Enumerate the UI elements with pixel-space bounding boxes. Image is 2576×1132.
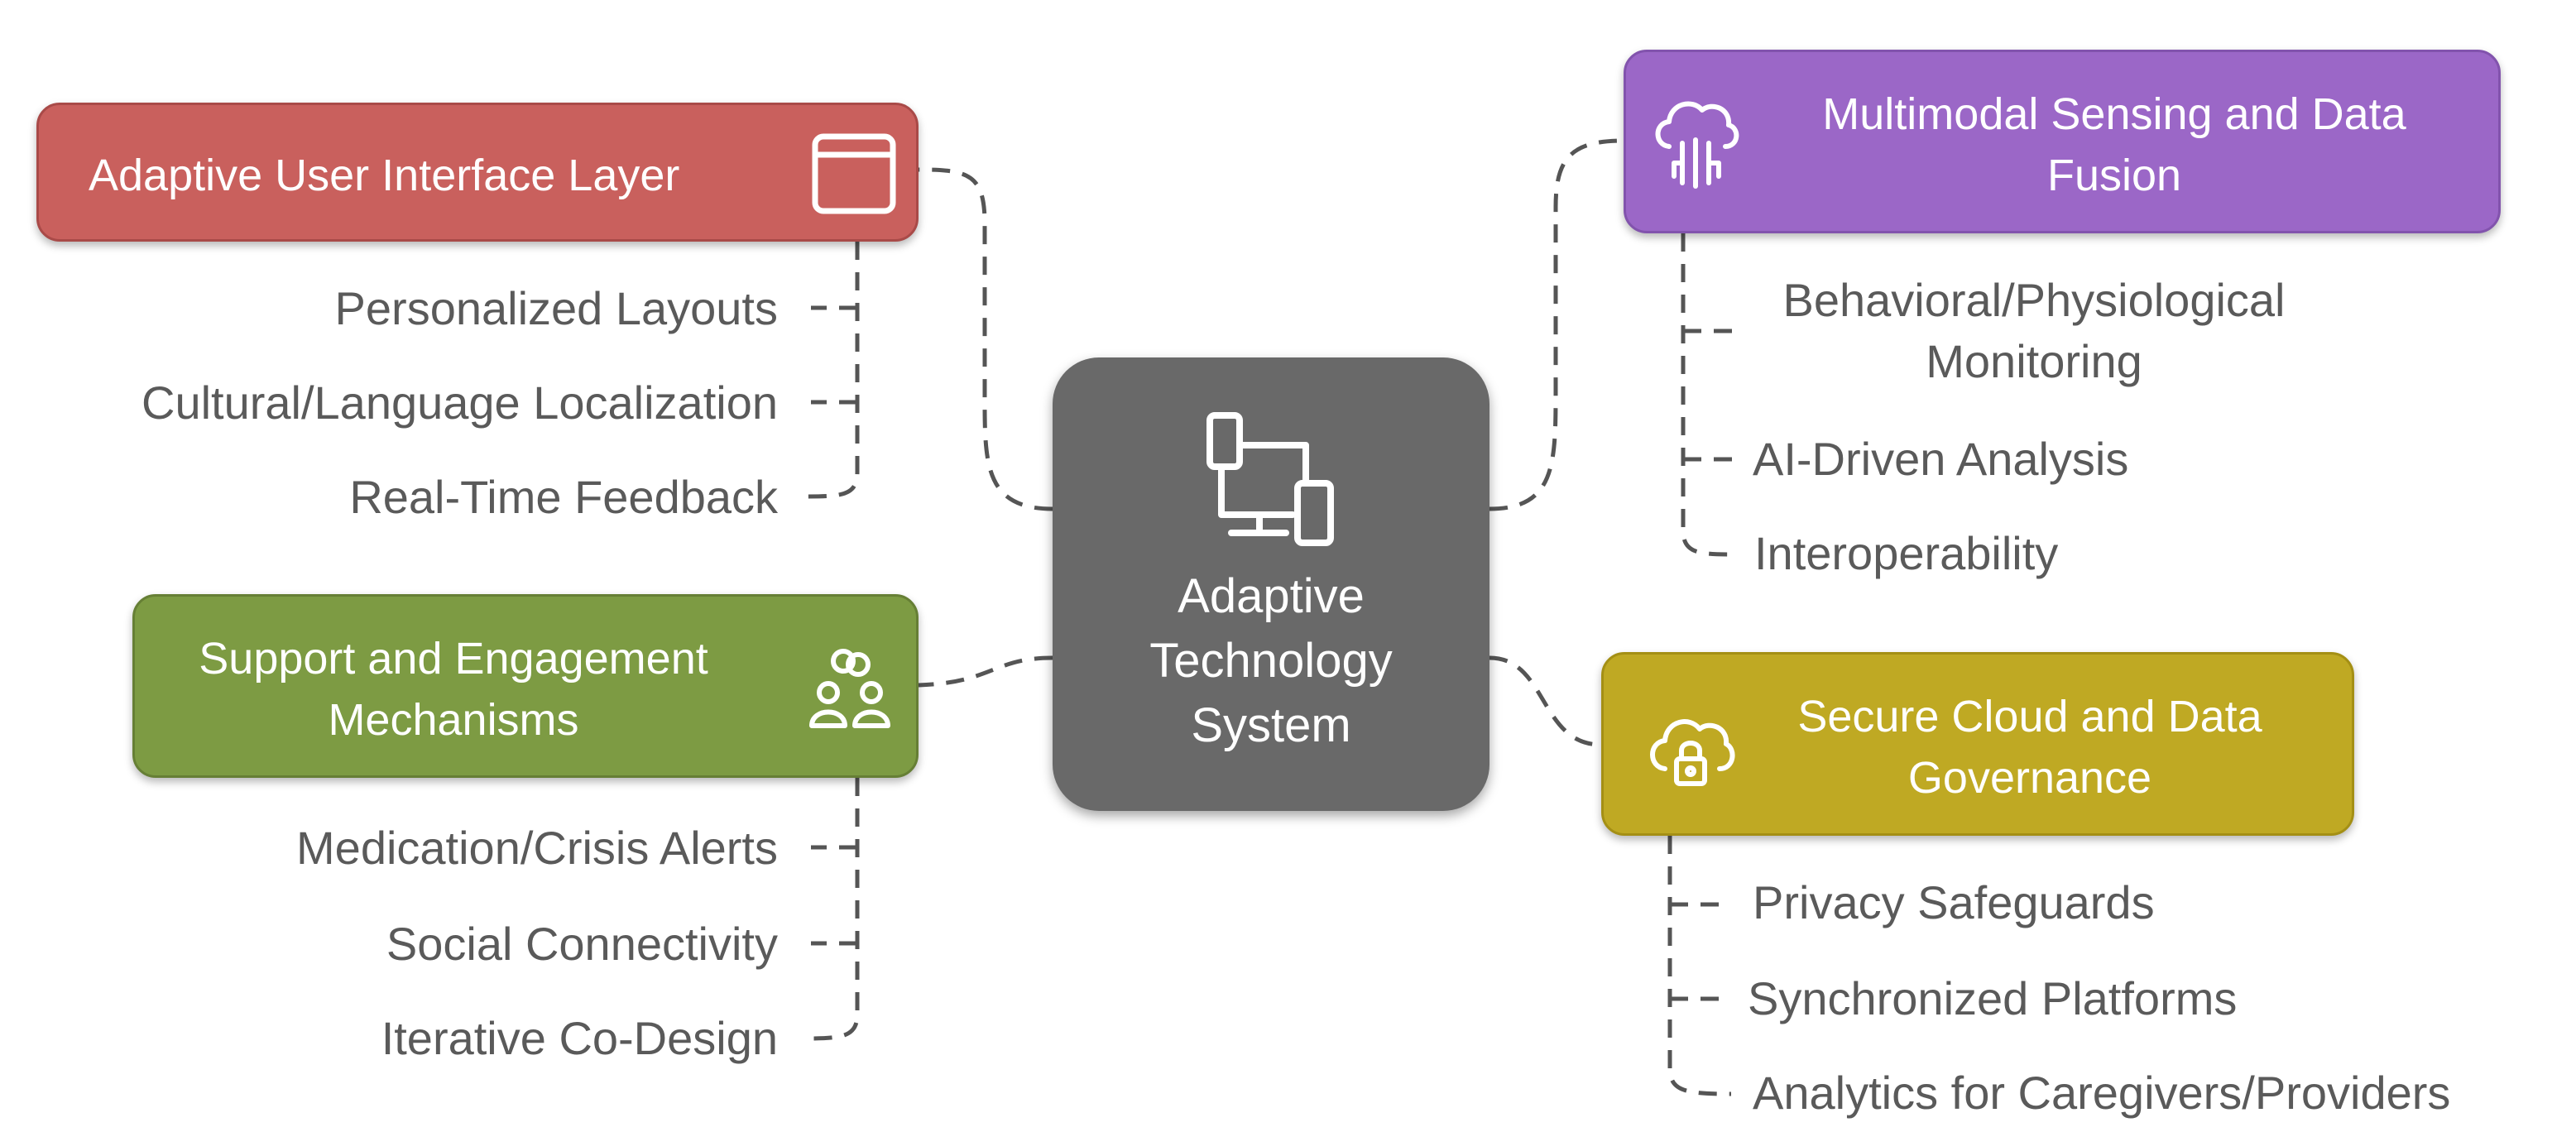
branch-node-adaptive-user-interface: Adaptive User Interface Layer: [36, 103, 919, 242]
leaf-personalized-layouts: Personalized Layouts: [334, 282, 778, 334]
leaf-synchronized-platforms: Synchronized Platforms: [1748, 972, 2238, 1024]
center-label-line: Adaptive: [1178, 569, 1365, 623]
connector-ui-leaves: [806, 242, 860, 499]
center-label-line: System: [1191, 698, 1351, 752]
leaf-real-time-feedback: Real-Time Feedback: [349, 471, 778, 523]
cloud-data-icon: [1651, 94, 1742, 207]
connector-secure-leaves: [1667, 836, 1732, 1096]
window-icon: [810, 132, 899, 233]
leaf-iterative-co-design: Iterative Co-Design: [381, 1012, 778, 1064]
leaf-interoperability: Interoperability: [1754, 527, 2059, 579]
leaf-cultural-language-localization: Cultural/Language Localization: [142, 377, 778, 429]
connector-center-sensing: [1489, 138, 1624, 511]
leaf-medication-crisis-alerts: Medication/Crisis Alerts: [296, 822, 778, 874]
cloud-lock-icon: [1643, 704, 1736, 808]
branch-title: Multimodal Sensing and Data Fusion: [1822, 89, 2406, 200]
connector-sensing-leaves: [1681, 233, 1734, 557]
branch-node-multimodal-sensing: Multimodal Sensing and Data Fusion: [1624, 50, 2501, 233]
branch-title: Support and Engagement Mechanisms: [199, 634, 708, 745]
community-icon: [805, 645, 898, 751]
connector-center-ui: [918, 167, 1053, 511]
leaf-privacy-safeguards: Privacy Safeguards: [1753, 876, 2155, 928]
branch-node-secure-cloud: Secure Cloud and Data Governance: [1601, 652, 2354, 836]
branch-title: Secure Cloud and Data Governance: [1797, 692, 2262, 803]
leaf-ai-driven-analysis: AI-Driven Analysis: [1753, 433, 2129, 485]
leaf-analytics-caregivers-providers: Analytics for Caregivers/Providers: [1753, 1067, 2451, 1119]
connector-center-support: [918, 655, 1053, 688]
center-label-line: Technology: [1149, 634, 1393, 688]
branch-title: Adaptive User Interface Layer: [89, 151, 680, 200]
leaf-behavioral-physiological-monitoring: Behavioral/Physiological Monitoring: [1782, 274, 2286, 387]
devices-icon: [1200, 409, 1347, 574]
branch-node-support-engagement: Support and Engagement Mechanisms: [132, 594, 919, 778]
connector-support-leaves: [806, 778, 860, 1041]
connector-center-secure: [1489, 655, 1602, 747]
leaf-social-connectivity: Social Connectivity: [386, 918, 778, 970]
center-node-adaptive-technology-system: Adaptive Technology System: [1053, 357, 1489, 811]
